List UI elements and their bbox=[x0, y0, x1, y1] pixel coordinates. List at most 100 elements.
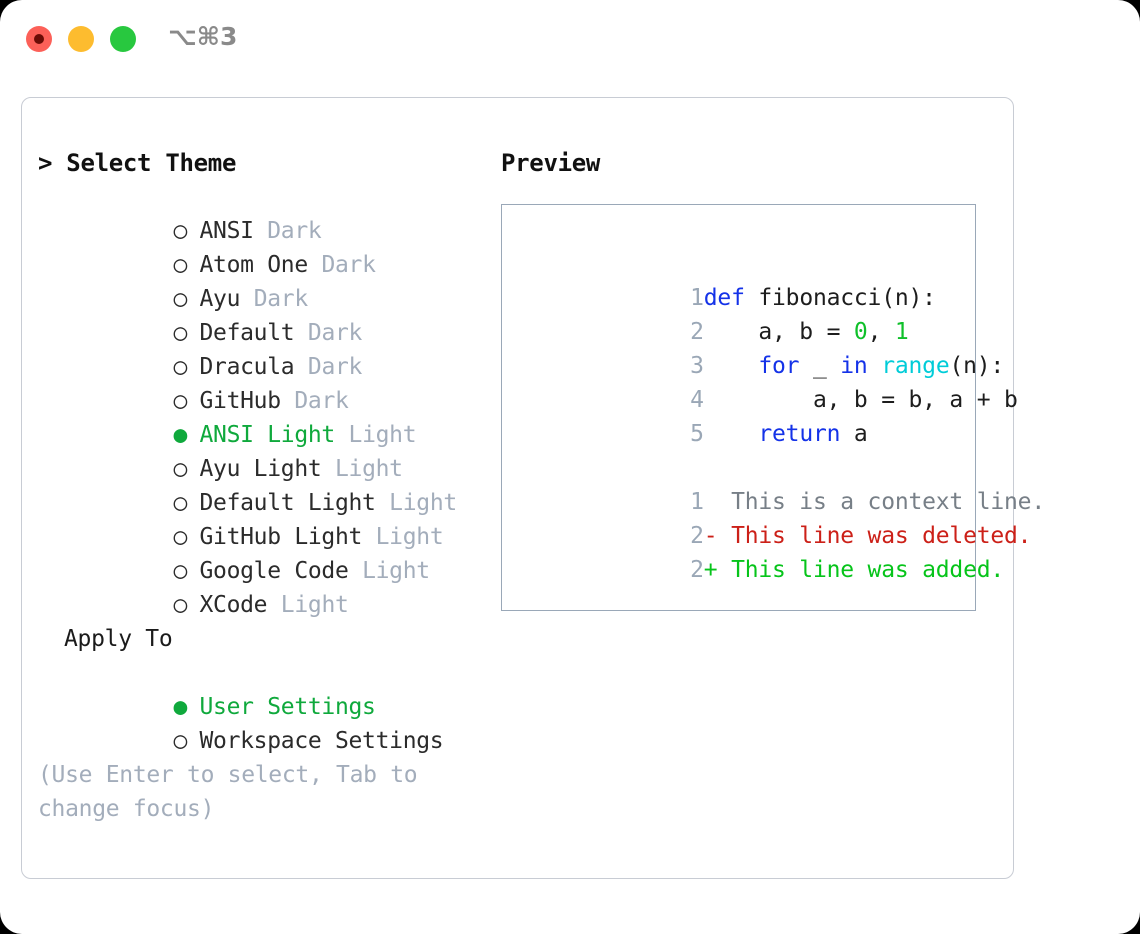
status-badge: Dark bbox=[321, 252, 376, 278]
status-badge: Dark bbox=[267, 218, 322, 244]
preview-column: Preview 1def fibonacci(n): 2 a, b = 0, 1… bbox=[501, 146, 1045, 611]
diff-row-deleted: 2- This line was deleted. bbox=[512, 485, 1031, 549]
apply-to-label: User Settings bbox=[199, 694, 376, 720]
theme-variant-badge bbox=[254, 218, 268, 244]
status-badge: Light bbox=[389, 490, 457, 516]
diff-row-context: 1 This is a context line. bbox=[512, 451, 1045, 515]
keyboard-shortcut-label: ⌥⌘3 bbox=[168, 22, 238, 51]
theme-name: Ayu Light bbox=[199, 456, 322, 482]
radio-icon: ○ bbox=[173, 388, 188, 414]
status-badge: Dark bbox=[307, 320, 363, 346]
apply-to-heading: Apply To bbox=[64, 626, 173, 652]
apply-to-label: Workspace Settings bbox=[199, 728, 444, 754]
radio-icon: ○ bbox=[173, 524, 188, 550]
radio-icon: ○ bbox=[173, 456, 188, 482]
list-item[interactable]: ○ Google Code Light bbox=[38, 520, 508, 584]
status-badge: Dark bbox=[253, 286, 309, 312]
code-token bbox=[704, 353, 759, 379]
list-item[interactable]: ○ Workspace Settings bbox=[38, 690, 508, 754]
keyboard-hint-text: (Use Enter to select, Tab to change focu… bbox=[38, 762, 418, 822]
main-panel: > Select Theme ○ANSI Dark ○ Atom One Dark… bbox=[21, 97, 1045, 879]
diff-text: - This line was deleted. bbox=[703, 523, 1032, 549]
list-item[interactable]: ○ GitHub Light Light bbox=[38, 486, 508, 550]
list-item[interactable]: ○ Default Dark bbox=[38, 282, 508, 346]
code-token: , bbox=[867, 319, 895, 345]
code-token: for bbox=[758, 353, 800, 379]
diff-text: This is a context line. bbox=[703, 489, 1045, 515]
radio-icon: ○ bbox=[173, 286, 188, 312]
list-item[interactable]: ○ Ayu Dark bbox=[38, 248, 508, 312]
code-row: 1def fibonacci(n): bbox=[512, 247, 969, 311]
radio-icon: ○ bbox=[173, 320, 188, 346]
list-item[interactable]: ○ Atom One Dark bbox=[38, 214, 508, 278]
theme-picker-column: > Select Theme ○ANSI Dark ○ Atom One Dark… bbox=[38, 146, 508, 826]
code-token: in bbox=[840, 353, 868, 379]
code-token: range bbox=[881, 353, 950, 379]
line-number: 2 bbox=[690, 319, 704, 345]
theme-name: Default bbox=[199, 320, 295, 346]
status-badge: Dark bbox=[294, 388, 349, 414]
status-badge: Light bbox=[362, 558, 430, 584]
theme-option-list: ○ANSI Dark ○Atom One Dark ○Ayu Dark ○Def… bbox=[38, 180, 508, 618]
code-token: fibonacci(n): bbox=[758, 285, 936, 311]
line-number: 4 bbox=[690, 387, 704, 413]
traffic-light-buttons bbox=[26, 26, 136, 52]
theme-name: ANSI Light bbox=[199, 422, 335, 448]
line-number: 3 bbox=[690, 353, 704, 379]
preview-box: 1def fibonacci(n): 2 a, b = 0, 1 3 for _… bbox=[501, 204, 1045, 611]
theme-name: Dracula bbox=[199, 354, 295, 380]
code-token: return bbox=[758, 421, 841, 447]
list-item[interactable]: ○ XCode Light bbox=[38, 554, 508, 618]
status-badge: Light bbox=[334, 456, 403, 482]
radio-icon: ○ bbox=[173, 728, 188, 754]
code-token: a, b = bbox=[703, 319, 854, 345]
radio-icon: ○ bbox=[173, 252, 188, 278]
code-token bbox=[704, 421, 759, 447]
code-token: (n): bbox=[949, 353, 1005, 379]
code-row: 2 a, b = 0, 1 bbox=[512, 281, 969, 345]
radio-icon: ○ bbox=[173, 558, 188, 584]
radio-icon: ○ bbox=[173, 592, 188, 618]
line-number: 1 bbox=[690, 285, 704, 311]
minimize-button[interactable] bbox=[68, 26, 94, 52]
list-item[interactable]: ○ GitHub Dark bbox=[38, 350, 508, 414]
status-badge: Light bbox=[348, 422, 417, 448]
code-preview: 1def fibonacci(n): 2 a, b = 0, 1 3 for _… bbox=[512, 247, 1045, 583]
theme-name: Ayu bbox=[199, 286, 241, 312]
radio-icon-selected: ● bbox=[173, 422, 188, 448]
close-button[interactable] bbox=[26, 26, 52, 52]
code-token: a bbox=[840, 421, 868, 447]
code-token: def bbox=[703, 285, 759, 311]
theme-name: XCode bbox=[199, 592, 268, 618]
line-number: 2 bbox=[690, 557, 704, 583]
diff-row-added: 2+ This line was added. bbox=[512, 519, 1004, 583]
radio-icon: ○ bbox=[173, 354, 188, 380]
list-item[interactable]: ○ Dracula Dark bbox=[38, 316, 508, 380]
theme-name: GitHub Light bbox=[199, 524, 363, 550]
list-item[interactable]: ○ANSI Dark bbox=[38, 180, 508, 244]
code-row: 4 a, b = b, a + b bbox=[512, 349, 1018, 413]
line-number: 2 bbox=[690, 523, 704, 549]
maximize-button[interactable] bbox=[110, 26, 136, 52]
page-title: > Select Theme bbox=[38, 149, 237, 177]
code-token: _ bbox=[799, 353, 841, 379]
radio-icon: ○ bbox=[173, 490, 188, 516]
line-number: 1 bbox=[690, 489, 704, 515]
theme-name: Google Code bbox=[199, 558, 349, 584]
list-item[interactable]: ○ Ayu Light Light bbox=[38, 418, 508, 482]
list-item[interactable]: ○Default Light Light bbox=[38, 452, 508, 516]
theme-name: Atom One bbox=[199, 252, 308, 278]
code-token: 1 bbox=[894, 319, 909, 345]
code-row: 3 for _ in range(n): bbox=[512, 315, 1004, 379]
code-token bbox=[868, 353, 882, 379]
status-badge: Light bbox=[280, 592, 349, 618]
title-bar: ⌥⌘3 bbox=[0, 0, 1140, 78]
diff-text: + This line was added. bbox=[703, 557, 1005, 583]
code-row: 5 return a bbox=[512, 383, 969, 447]
apply-to-option-list: ●User Settings ○ Workspace Settings bbox=[38, 656, 508, 754]
theme-name: GitHub bbox=[199, 388, 281, 414]
list-item-selected[interactable]: ● ANSI Light Light bbox=[38, 384, 508, 448]
list-item-selected[interactable]: ●User Settings bbox=[38, 656, 508, 720]
preview-title: Preview bbox=[501, 149, 601, 177]
